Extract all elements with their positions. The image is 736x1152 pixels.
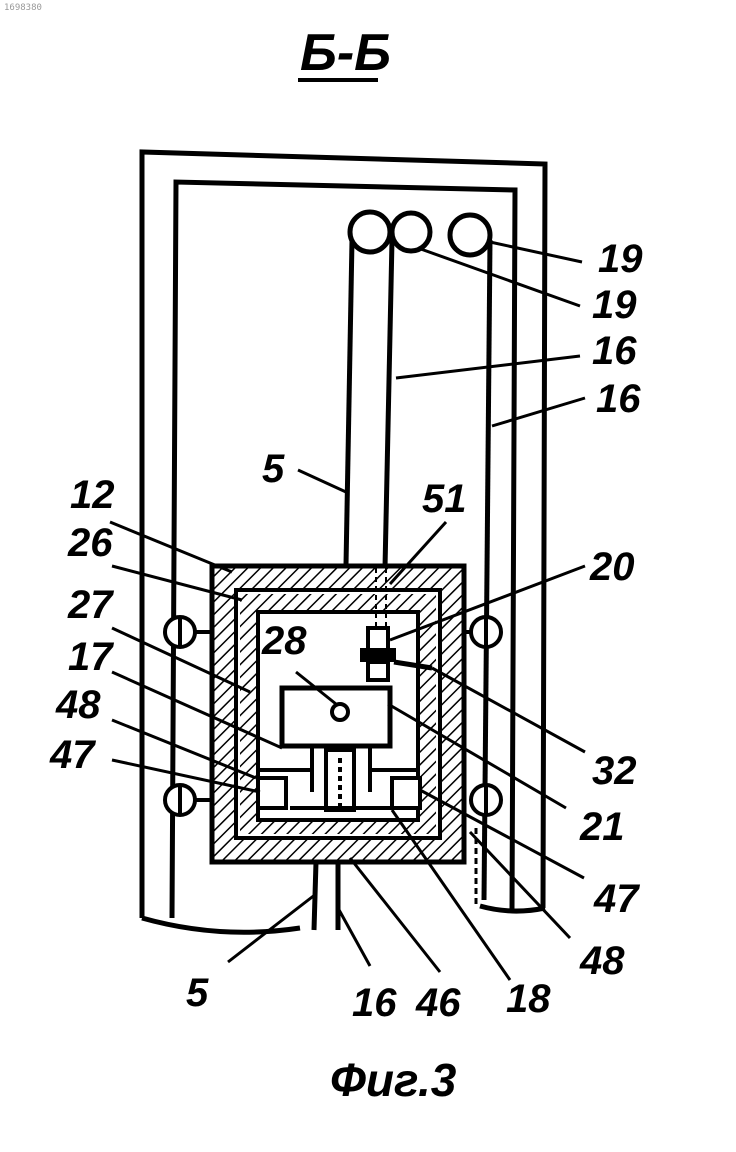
label-17: 17 [68, 635, 114, 679]
rod-5 [346, 240, 352, 565]
pulley-19-a [350, 212, 390, 252]
label-19b: 19 [592, 283, 637, 327]
label-16a: 16 [592, 329, 637, 373]
box-28 [282, 688, 390, 746]
label-51: 51 [422, 477, 467, 521]
label-20: 20 [589, 545, 635, 589]
label-5b: 5 [186, 971, 209, 1015]
figure-caption: Фиг.3 [330, 1054, 457, 1106]
section-title: Б-Б [300, 24, 391, 82]
pulley-19-b [392, 213, 430, 251]
label-28: 28 [261, 619, 307, 663]
doc-number: 1698380 [4, 3, 42, 13]
label-47a: 47 [49, 733, 96, 777]
label-47b: 47 [593, 877, 640, 921]
pulley-19-c [450, 215, 490, 255]
label-48a: 48 [55, 683, 101, 727]
label-46: 46 [415, 981, 461, 1025]
label-18: 18 [506, 977, 551, 1021]
label-12: 12 [70, 473, 115, 517]
label-27: 27 [67, 583, 114, 627]
label-16c: 16 [352, 981, 397, 1025]
label-16b: 16 [596, 377, 641, 421]
label-32: 32 [592, 749, 637, 793]
label-26: 26 [67, 521, 113, 565]
label-48b: 48 [579, 939, 625, 983]
pivot-28 [332, 704, 348, 720]
label-21: 21 [579, 805, 625, 849]
cable-16-a [385, 240, 392, 568]
label-5a: 5 [262, 447, 285, 491]
label-19a: 19 [598, 237, 643, 281]
